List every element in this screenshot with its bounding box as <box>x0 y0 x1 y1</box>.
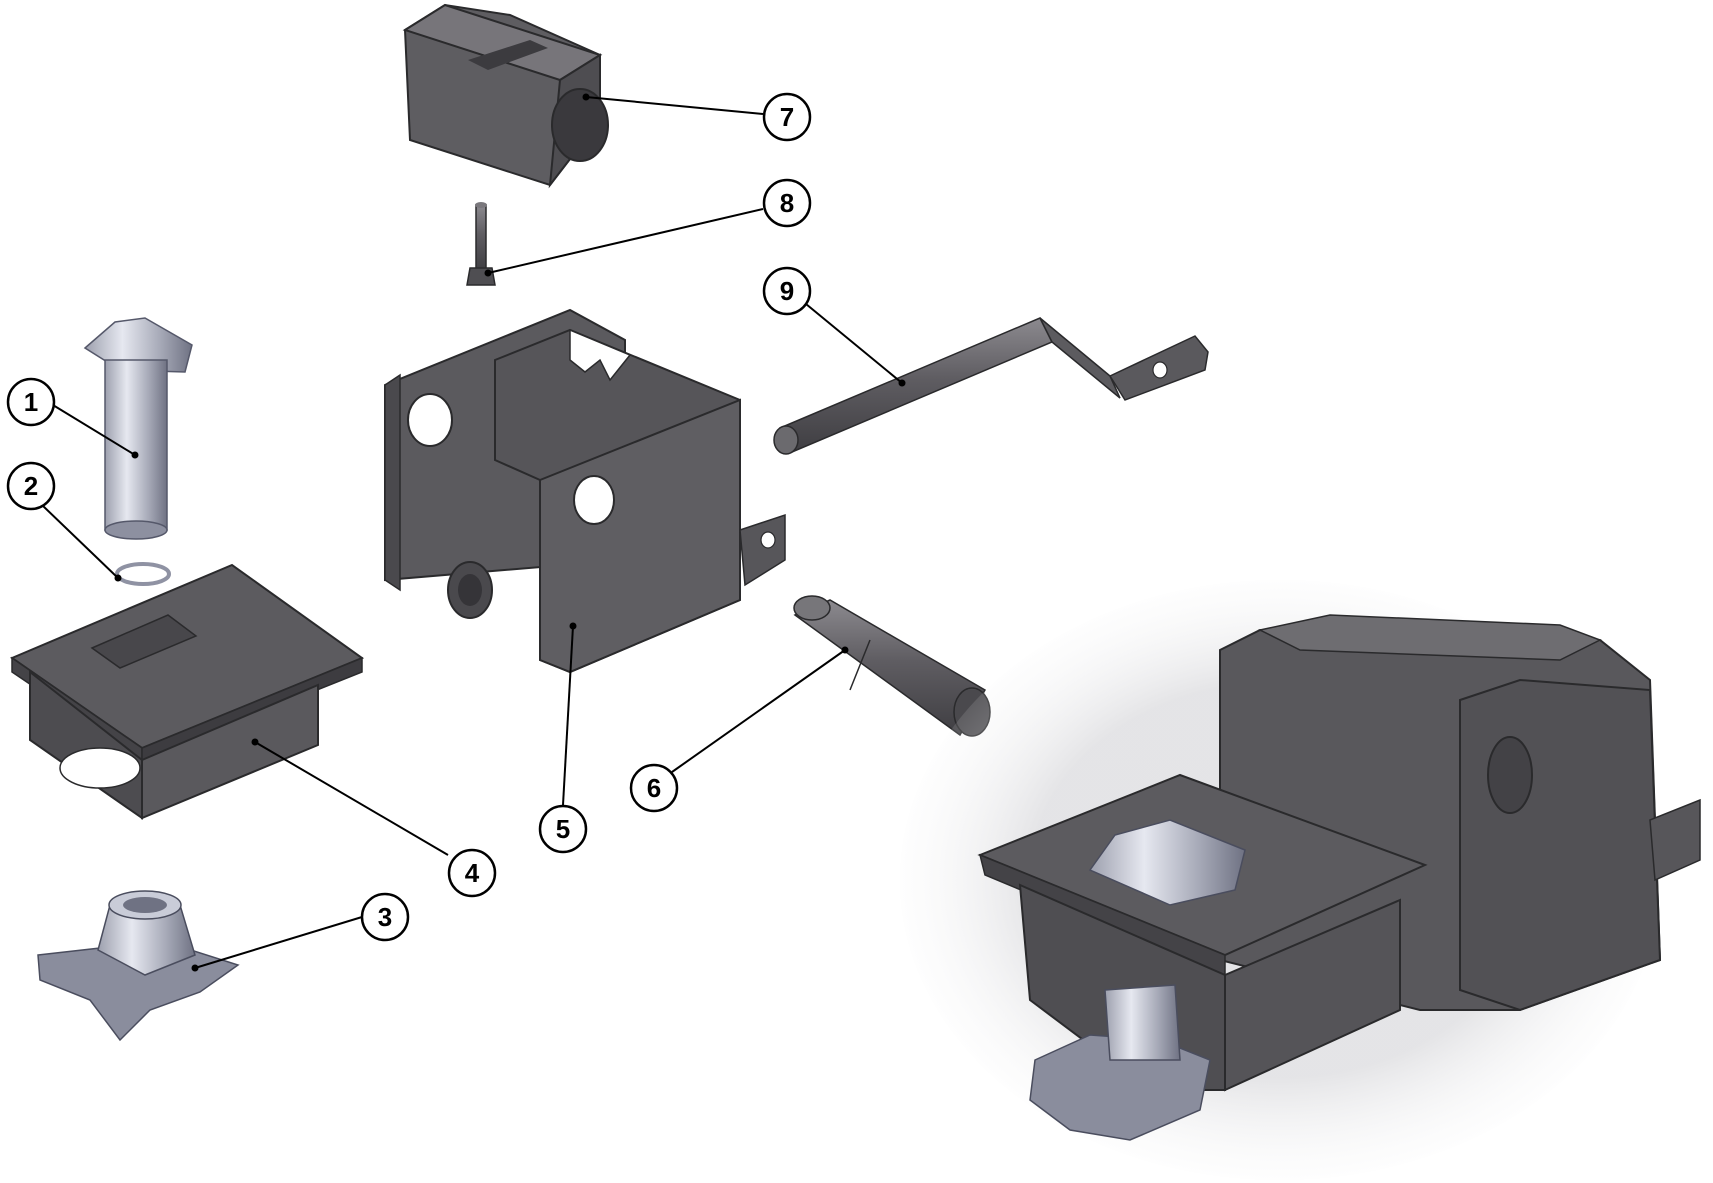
leader-line-8 <box>487 208 764 274</box>
slide-plate-bracket-part <box>9 563 365 820</box>
callout-6: 6 <box>629 763 679 813</box>
callout-7: 7 <box>762 92 812 142</box>
indexing-pin-part <box>83 317 193 540</box>
callout-3: 3 <box>360 892 410 942</box>
leader-line-9 <box>805 303 903 384</box>
callout-label-5: 5 <box>556 814 570 844</box>
star-knob-part <box>37 890 240 1042</box>
callout-label-7: 7 <box>780 102 794 132</box>
leader-line-2 <box>41 504 119 579</box>
leader-lines <box>41 93 906 972</box>
leader-dot-8 <box>484 269 492 277</box>
crank-rod-part <box>773 317 1209 455</box>
callout-1: 1 <box>6 377 56 427</box>
callout-label-1: 1 <box>24 387 38 417</box>
leader-line-4 <box>254 741 449 856</box>
leader-line-3 <box>194 916 363 969</box>
retaining-ring-part <box>115 562 171 586</box>
leader-line-1 <box>47 401 136 456</box>
leader-line-7 <box>585 96 764 115</box>
callout-5: 5 <box>538 804 588 854</box>
callout-label-4: 4 <box>465 858 480 888</box>
callout-label-3: 3 <box>378 902 392 932</box>
callout-label-9: 9 <box>780 276 794 306</box>
leader-dot-2 <box>114 574 122 582</box>
main-housing-part <box>384 308 786 674</box>
leader-dot-6 <box>841 646 849 654</box>
callout-4: 4 <box>447 848 497 898</box>
callout-label-6: 6 <box>647 773 661 803</box>
callout-9: 9 <box>762 266 812 316</box>
leader-dot-5 <box>569 622 577 630</box>
leader-dot-1 <box>131 451 139 459</box>
callout-2: 2 <box>6 461 56 511</box>
top-block-part <box>402 3 609 189</box>
callout-label-8: 8 <box>780 188 794 218</box>
leader-line-6 <box>671 649 846 773</box>
leader-line-5 <box>562 625 574 806</box>
callout-8: 8 <box>762 178 812 228</box>
leader-dot-4 <box>251 738 259 746</box>
leader-dot-7 <box>582 93 590 101</box>
leader-dot-3 <box>191 964 199 972</box>
leader-dot-9 <box>898 379 906 387</box>
callout-label-2: 2 <box>24 471 38 501</box>
assembled-view <box>900 580 1701 1180</box>
